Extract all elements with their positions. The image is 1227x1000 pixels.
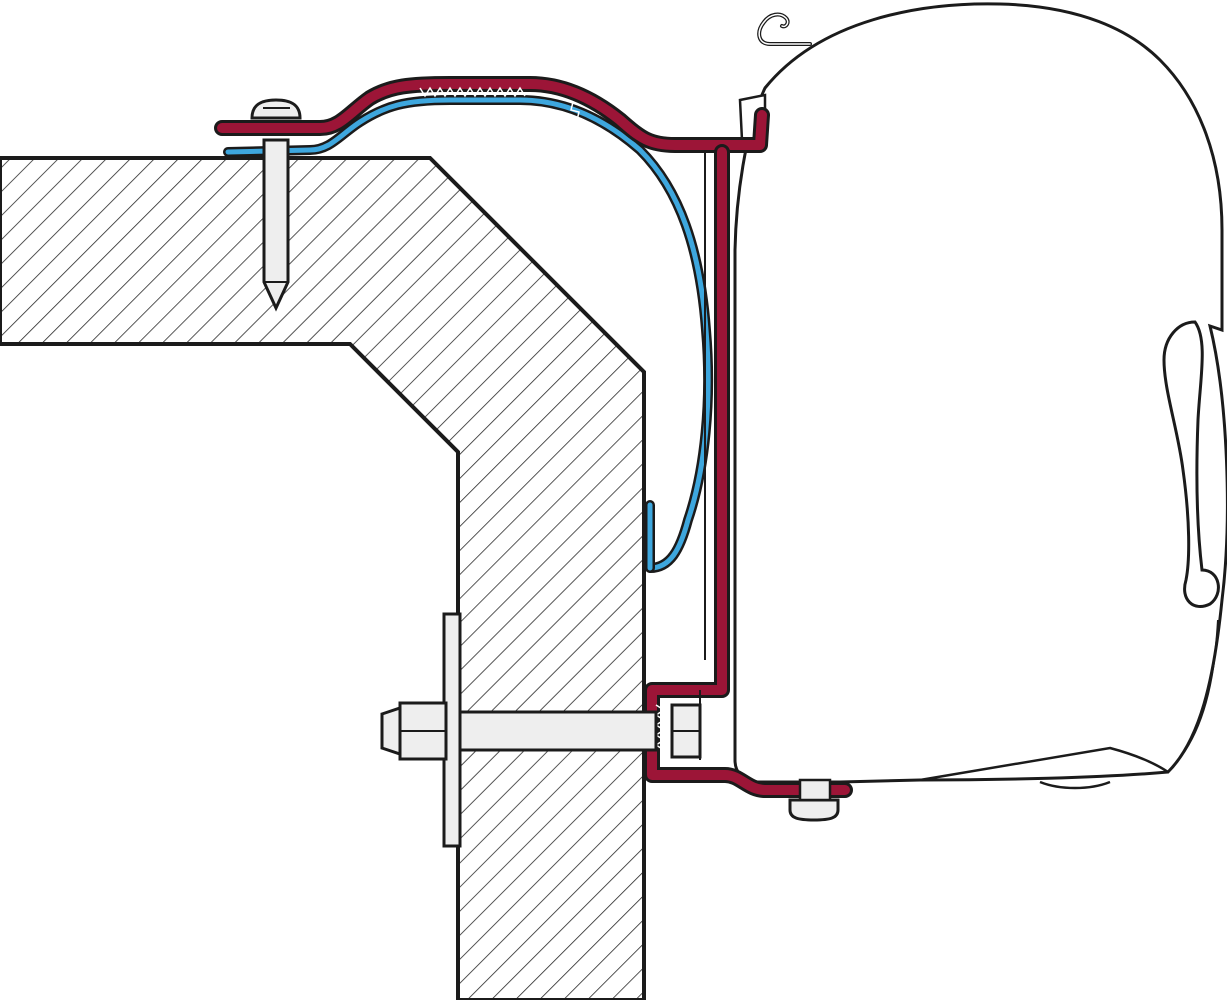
bolt-shaft <box>458 710 658 752</box>
rain-strip <box>223 95 714 573</box>
housing-front-panel <box>1162 320 1220 608</box>
serration-bolt <box>654 704 666 751</box>
housing-lower-screw <box>788 778 840 822</box>
serration-top <box>419 86 526 98</box>
through-bolt <box>380 612 702 848</box>
serration-curve <box>564 99 597 162</box>
top-wood-screw <box>250 98 302 312</box>
wall-section <box>0 156 646 1000</box>
bolt-head <box>670 703 702 759</box>
bolt-nut <box>380 701 448 761</box>
awning-housing <box>733 2 1227 790</box>
